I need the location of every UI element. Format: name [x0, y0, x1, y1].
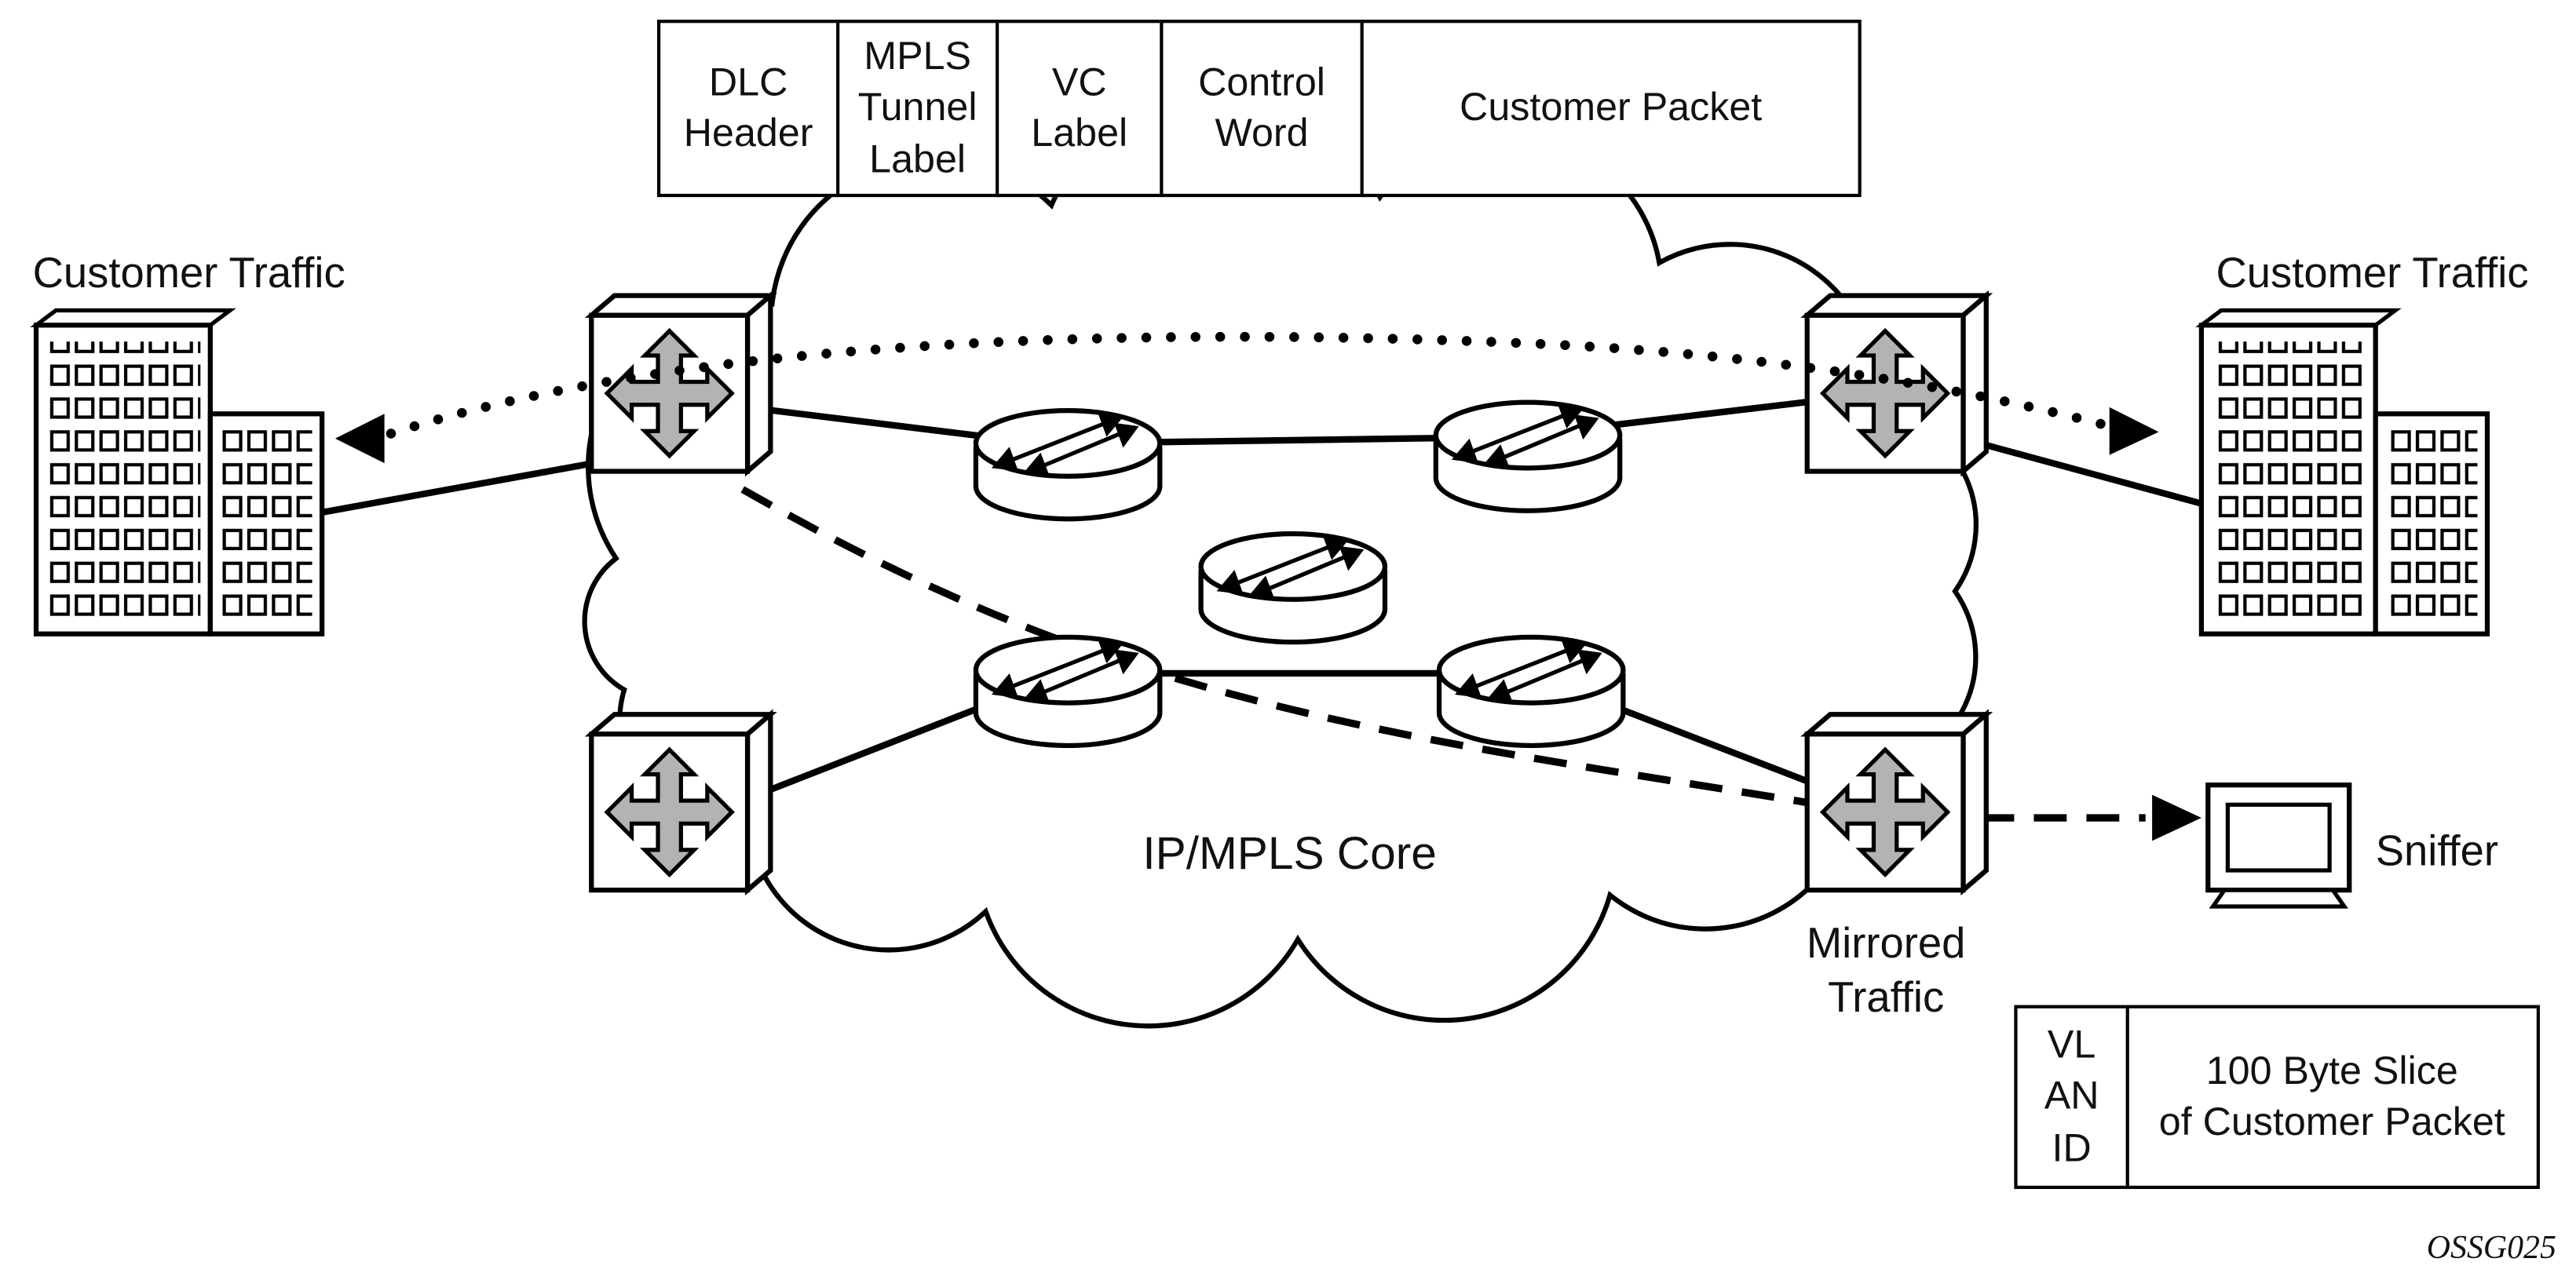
router-icon [1439, 637, 1623, 746]
sniffer-arrowhead [2152, 794, 2201, 841]
vlan-id-field: VL AN ID [2014, 1005, 2129, 1189]
router-icon [976, 410, 1160, 519]
mirror-curve [740, 486, 1821, 808]
customer-traffic-arrowhead-right [2109, 407, 2159, 455]
ip-mpls-core-label: IP/MPLS Core [1142, 827, 1437, 879]
building-icon-left [30, 308, 325, 636]
figure-code-label: OSSG025 [2426, 1230, 2556, 1267]
packet-field-mpls-tunnel-label: MPLS Tunnel Label [835, 20, 1000, 198]
packet-header-table: DLC Header MPLS Tunnel Label VC Label Co… [656, 20, 1862, 198]
switch-icon-top-left [591, 296, 770, 472]
customer-traffic-label-left: Customer Traffic [32, 247, 345, 297]
router-icon [1201, 534, 1385, 642]
sniffer-icon [2205, 782, 2352, 909]
customer-traffic-arrowhead-left [334, 414, 385, 464]
mirrored-traffic-label: Mirrored Traffic [1806, 917, 1966, 1021]
router-icon [1436, 403, 1620, 511]
byte-slice-field: 100 Byte Slice of Customer Packet [2125, 1005, 2539, 1189]
switch-icon-bottom-left [591, 714, 770, 890]
packet-field-vc-label: VC Label [996, 20, 1164, 198]
building-icon-right [2195, 308, 2490, 636]
vlan-slice-table: VL AN ID 100 Byte Slice of Customer Pack… [2014, 1005, 2539, 1189]
router-icon [976, 637, 1160, 746]
switch-icon-bottom-right [1807, 714, 1986, 890]
switch-icon-top-right [1807, 296, 1986, 472]
packet-field-customer-packet: Customer Packet [1360, 20, 1862, 198]
customer-traffic-label-right: Customer Traffic [2216, 247, 2529, 297]
sniffer-label: Sniffer [2375, 826, 2498, 876]
packet-field-control-word: Control Word [1159, 20, 1365, 198]
mirrored-traffic-path [740, 486, 2146, 822]
packet-field-dlc-header: DLC Header [656, 20, 840, 198]
